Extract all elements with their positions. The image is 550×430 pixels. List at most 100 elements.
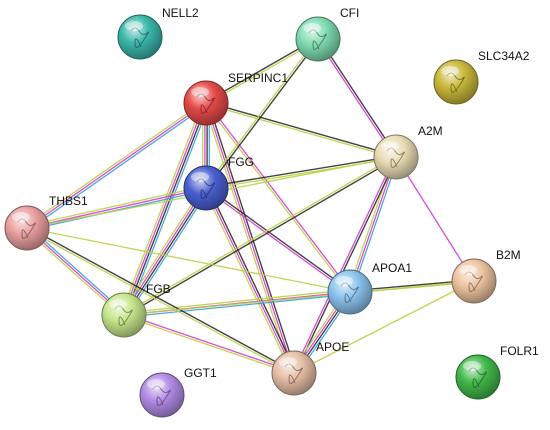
- node-thbs1[interactable]: [4, 205, 50, 251]
- edge-fgg-fgb: [120, 185, 210, 318]
- node-highlight: [303, 23, 321, 33]
- edge-serpinc1-apoe: [203, 102, 297, 374]
- edge-line: [123, 289, 350, 314]
- edge-line: [351, 157, 399, 293]
- edge-fgb-apoe: [123, 313, 295, 375]
- edge-line: [206, 186, 352, 292]
- node-circle[interactable]: [183, 165, 229, 211]
- edge-serpinc1-thbs1: [25, 100, 208, 231]
- edge-line: [25, 100, 206, 227]
- edge-line: [124, 188, 208, 316]
- node-highlight: [12, 212, 30, 222]
- node-highlight: [441, 66, 459, 76]
- edge-line: [206, 39, 320, 190]
- node-circle[interactable]: [117, 14, 163, 60]
- edge-line: [395, 156, 475, 282]
- node-a2m[interactable]: [373, 134, 419, 180]
- node-circle[interactable]: [183, 80, 229, 126]
- node-highlight: [147, 379, 165, 389]
- node-circle[interactable]: [373, 134, 419, 180]
- protein-structure-icon: [130, 27, 149, 48]
- protein-structure-icon: [152, 385, 171, 406]
- edge-a2m-fgb: [123, 155, 397, 317]
- edge-line: [122, 102, 206, 315]
- node-circle[interactable]: [295, 16, 341, 62]
- edge-line: [27, 104, 208, 231]
- protein-structure-icon: [17, 218, 36, 239]
- edge-line: [203, 188, 293, 375]
- node-highlight: [191, 87, 209, 97]
- node-label-a2m: A2M: [418, 124, 443, 138]
- node-highlight: [459, 265, 477, 275]
- node-highlight: [279, 357, 297, 367]
- protein-structure-icon: [114, 305, 133, 326]
- edge-line: [123, 280, 475, 316]
- edge-line: [205, 102, 295, 374]
- edge-cfi-a2m: [316, 38, 398, 158]
- protein-structure-icon: [446, 72, 465, 93]
- node-circle[interactable]: [4, 205, 50, 251]
- node-fgg[interactable]: [183, 165, 229, 211]
- edge-b2m-apoe: [293, 280, 475, 374]
- node-label-fgg: FGG: [228, 155, 254, 169]
- node-label-apoa1: APOA1: [372, 261, 412, 275]
- protein-structure-icon: [340, 282, 359, 303]
- node-highlight: [109, 299, 127, 309]
- protein-structure-icon: [308, 29, 327, 50]
- node-slc34a2[interactable]: [433, 59, 479, 105]
- protein-structure-icon: [386, 147, 405, 168]
- node-serpinc1[interactable]: [183, 80, 229, 126]
- node-ggt1[interactable]: [139, 372, 185, 418]
- edge-line: [120, 101, 204, 315]
- node-fgb[interactable]: [101, 292, 147, 338]
- edge-fgg-apoe: [203, 186, 297, 375]
- edge-fgb-b2m: [123, 280, 475, 316]
- edge-thbs1-apoe: [26, 226, 295, 375]
- edge-line: [123, 315, 294, 375]
- node-cfi[interactable]: [295, 16, 341, 62]
- node-label-serpinc1: SERPINC1: [228, 71, 288, 85]
- node-label-slc34a2: SLC34A2: [478, 49, 530, 63]
- node-label-ggt1: GGT1: [184, 366, 217, 380]
- edge-line: [293, 280, 475, 374]
- edges-layer: [25, 37, 475, 376]
- node-circle[interactable]: [433, 59, 479, 105]
- edge-line: [26, 102, 207, 229]
- node-apoa1[interactable]: [327, 269, 373, 315]
- node-label-fgb: FGB: [146, 282, 171, 296]
- node-circle[interactable]: [271, 350, 317, 396]
- protein-structure-icon: [196, 93, 215, 114]
- edge-thbs1-apoa1: [26, 227, 351, 293]
- node-circle[interactable]: [455, 354, 501, 400]
- edge-line: [122, 187, 206, 315]
- edge-cfi-fgg: [204, 37, 320, 190]
- edge-line: [205, 103, 396, 159]
- node-folr1[interactable]: [455, 354, 501, 400]
- node-label-cfi: CFI: [340, 6, 359, 20]
- protein-structure-icon: [284, 363, 303, 384]
- edge-fgg-apoa1: [204, 186, 352, 294]
- node-circle[interactable]: [101, 292, 147, 338]
- node-label-apoe: APOE: [316, 340, 349, 354]
- node-label-thbs1: THBS1: [49, 194, 88, 208]
- node-highlight: [191, 172, 209, 182]
- node-nell2[interactable]: [117, 14, 163, 60]
- node-b2m[interactable]: [451, 258, 497, 304]
- edge-line: [126, 103, 210, 317]
- node-apoe[interactable]: [271, 350, 317, 396]
- edge-line: [124, 293, 351, 318]
- node-circle[interactable]: [139, 372, 185, 418]
- node-circle[interactable]: [327, 269, 373, 315]
- edge-line: [204, 188, 350, 294]
- edge-line: [124, 313, 295, 373]
- node-circle[interactable]: [451, 258, 497, 304]
- edge-a2m-b2m: [395, 156, 475, 282]
- edge-a2m-apoe: [292, 156, 398, 374]
- edge-line: [26, 228, 294, 375]
- node-label-b2m: B2M: [496, 248, 521, 262]
- node-highlight: [381, 141, 399, 151]
- edge-line: [124, 103, 208, 316]
- edge-line: [123, 155, 396, 315]
- edge-line: [349, 156, 397, 293]
